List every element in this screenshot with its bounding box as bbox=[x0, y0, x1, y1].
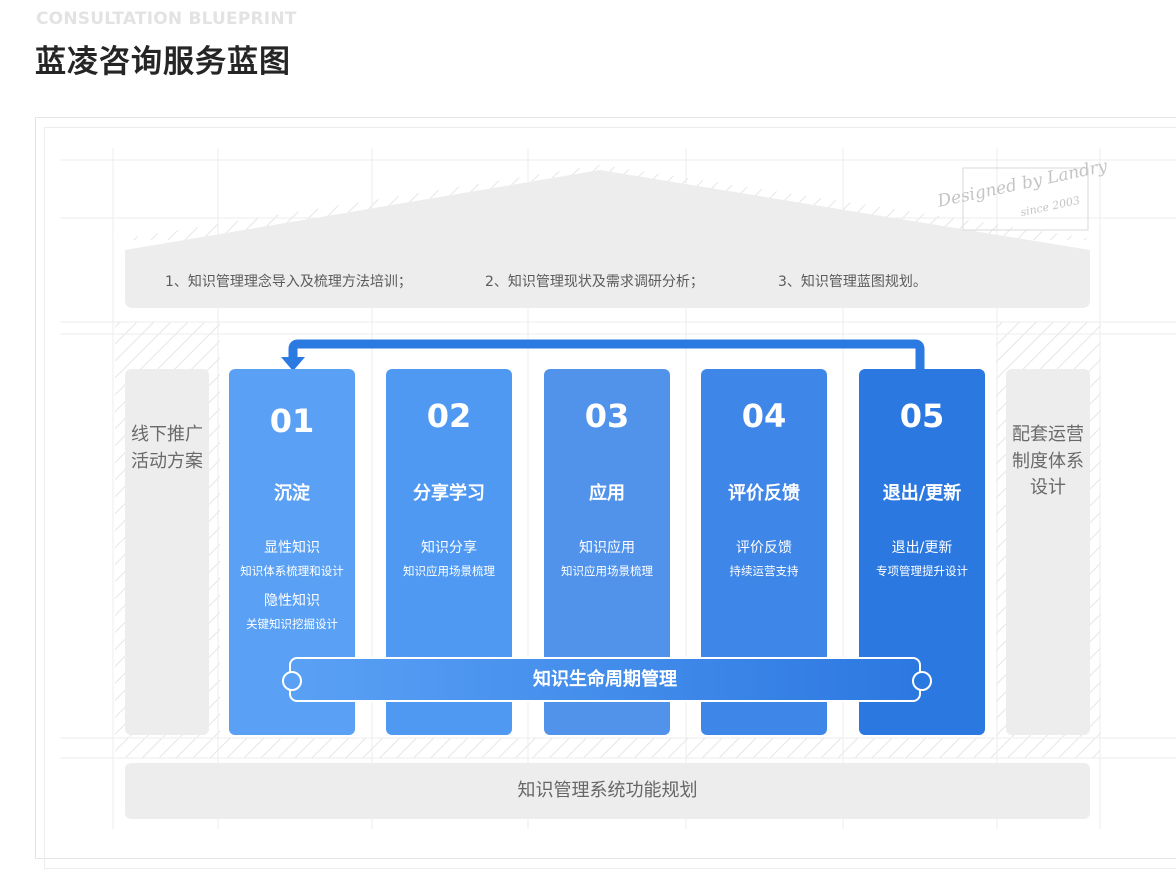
pillar-name: 分享学习 bbox=[413, 483, 485, 504]
pillar-number: 05 bbox=[899, 397, 945, 435]
pillar-subline: 关键知识挖掘设计 bbox=[246, 617, 338, 631]
return-arrow-line bbox=[288, 339, 925, 369]
pillar-line: 隐性知识 bbox=[264, 593, 320, 609]
pillar-number: 04 bbox=[741, 397, 787, 435]
roof-block bbox=[125, 170, 1090, 308]
pillar-line: 知识分享 bbox=[421, 540, 477, 556]
roof-item-1: 1、知识管理理念导入及梳理方法培训； bbox=[165, 274, 412, 290]
pillar-subline: 知识体系梳理和设计 bbox=[240, 564, 344, 578]
roof-item-3: 3、知识管理蓝图规划。 bbox=[778, 274, 927, 290]
base-hatch bbox=[115, 738, 1100, 758]
pillar-line: 评价反馈 bbox=[736, 540, 792, 556]
roof-item-2: 2、知识管理现状及需求调研分析； bbox=[485, 274, 704, 290]
blueprint-background bbox=[60, 148, 1176, 829]
pillar-name: 应用 bbox=[589, 483, 625, 504]
left-column-label: 线下推广活动方案 bbox=[131, 424, 203, 472]
pillar-line: 退出/更新 bbox=[891, 540, 953, 556]
right-column-label: 配套运营制度体系设计 bbox=[1012, 424, 1084, 498]
pillar-subline: 持续运营支持 bbox=[729, 564, 799, 578]
designer-signature: Designed by Landry since 2003 bbox=[935, 156, 1110, 220]
band-left-node bbox=[282, 671, 302, 691]
return-arrow-head bbox=[281, 357, 305, 371]
pillar-subline: 知识应用场景梳理 bbox=[403, 564, 495, 578]
pillar-name: 退出/更新 bbox=[882, 483, 962, 504]
pillar-number: 02 bbox=[426, 397, 472, 435]
signature-box bbox=[962, 167, 1089, 231]
right-column-block bbox=[1006, 369, 1090, 735]
pillar-line: 知识应用 bbox=[579, 540, 635, 556]
eyebrow-text: CONSULTATION BLUEPRINT bbox=[36, 9, 297, 29]
pillar-number: 03 bbox=[584, 397, 630, 435]
pillar-line: 显性知识 bbox=[264, 540, 320, 556]
pillar-number: 01 bbox=[269, 402, 315, 440]
lifecycle-band: 知识生命周期管理 bbox=[289, 657, 921, 702]
pillar-subline: 专项管理提升设计 bbox=[876, 564, 968, 578]
band-right-node bbox=[912, 671, 932, 691]
pillar-subline: 知识应用场景梳理 bbox=[561, 564, 653, 578]
pillar-name: 沉淀 bbox=[274, 483, 310, 504]
left-column-block bbox=[125, 369, 209, 735]
pillar-name: 评价反馈 bbox=[728, 483, 800, 504]
page-title: 蓝凌咨询服务蓝图 bbox=[35, 44, 291, 80]
base-platform: 知识管理系统功能规划 bbox=[125, 763, 1090, 819]
